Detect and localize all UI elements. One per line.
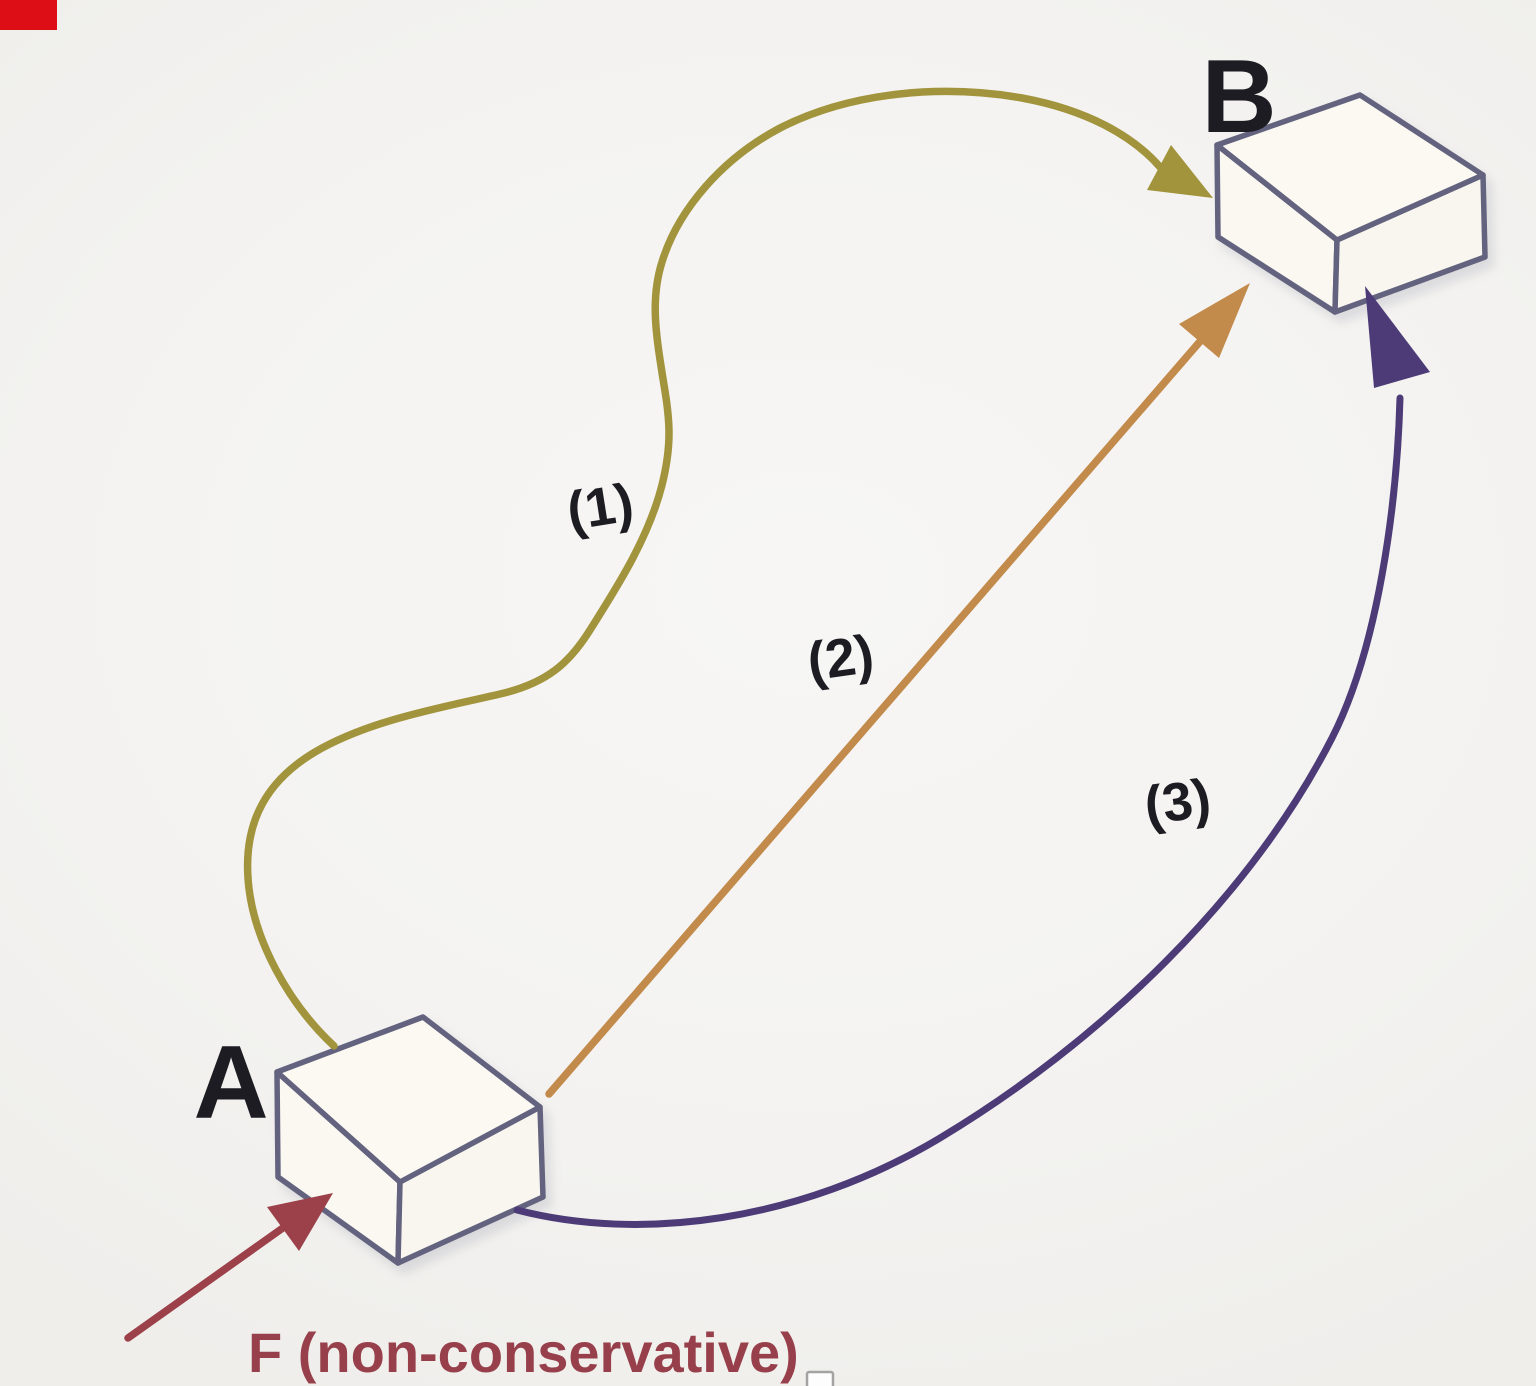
path-3-curve <box>513 394 1404 1228</box>
path-2-line <box>545 334 1207 1098</box>
path-1-curve <box>243 87 1164 1050</box>
box-b <box>1214 92 1488 315</box>
box-a <box>274 1014 546 1266</box>
box-a-top-face <box>274 1014 543 1185</box>
path-3-label: (3) <box>1141 768 1215 837</box>
force-arrowhead <box>267 1193 333 1251</box>
path-3-arrowhead <box>1365 286 1430 388</box>
force-label: F (non-conservative) <box>248 1321 799 1384</box>
path-1-label: (1) <box>563 472 638 542</box>
box-b-top-face <box>1214 92 1486 243</box>
path-2-label: (2) <box>804 624 878 693</box>
partial-ui-square <box>805 1370 835 1386</box>
force-arrow-shaft <box>124 1221 291 1342</box>
path-2-arrowhead <box>1179 283 1250 358</box>
path-1-arrowhead <box>1147 145 1213 198</box>
point-label-a: A <box>193 1025 270 1141</box>
point-label-b: B <box>1201 39 1278 155</box>
red-corner-marker <box>0 0 57 30</box>
